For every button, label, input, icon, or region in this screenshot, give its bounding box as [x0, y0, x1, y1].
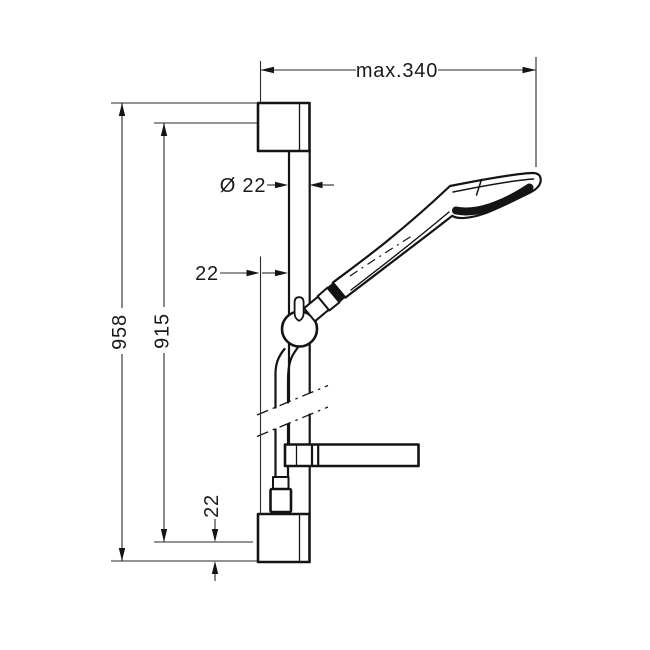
- arrowhead-right: [275, 269, 288, 277]
- shower-hose: [274, 346, 299, 479]
- dimension-rail-wall-offset: 22: [195, 256, 288, 514]
- hose-left-edge-upper: [274, 347, 286, 409]
- break-line-lower: [256, 406, 329, 438]
- soap-dish: [283, 443, 420, 468]
- label-mounting-distance: 915: [152, 313, 174, 349]
- arrowhead-left: [246, 269, 260, 277]
- label-max-width: max.340: [356, 60, 438, 82]
- hose-nut: [269, 487, 293, 514]
- hand-shower: [331, 171, 542, 299]
- label-rail-diameter: Ø 22: [220, 175, 267, 197]
- hose-right-edge-upper: [286, 346, 299, 404]
- bottom-wall-bracket: [256, 512, 311, 564]
- arrowhead-top: [160, 123, 168, 136]
- label-rail-wall-offset: 22: [195, 263, 219, 285]
- label-bottom-offset: 22: [201, 494, 223, 518]
- handle-highlight-line: [350, 211, 450, 291]
- arrowhead-right: [522, 66, 536, 74]
- arrowhead-bottom: [118, 548, 126, 561]
- holder-dark-ring: [327, 282, 346, 303]
- slider-release-pin: [293, 296, 305, 322]
- break-lines: [256, 384, 329, 438]
- hose-end-fitting: [269, 476, 293, 514]
- hand-shower-silhouette: [331, 171, 542, 299]
- handset-holder: [303, 282, 346, 323]
- shower-rail-assembly: [256, 101, 542, 564]
- dimension-rail-diameter: Ø 22: [220, 175, 334, 197]
- arrowhead-right: [309, 181, 323, 189]
- dimension-total-height: 958: [109, 102, 258, 562]
- top-wall-bracket: [256, 101, 311, 153]
- dimension-max-width: max.340: [259, 57, 537, 167]
- arrowhead-bottom: [211, 561, 219, 574]
- arrowhead-bottom: [160, 529, 168, 542]
- arrowhead-top: [211, 529, 219, 542]
- hose-collar: [272, 476, 290, 490]
- soap-dish-body: [283, 443, 420, 468]
- head-rim-line: [452, 178, 535, 193]
- arrowhead-left: [275, 181, 288, 189]
- handle-centerline: [349, 233, 415, 277]
- head-divider-line: [475, 178, 483, 196]
- arrowhead-left: [260, 66, 274, 74]
- dimension-bottom-offset: 22: [201, 494, 223, 581]
- spray-face: [452, 183, 534, 216]
- break-line-upper: [256, 384, 329, 416]
- arrowhead-top: [118, 103, 126, 116]
- label-total-height: 958: [109, 314, 131, 350]
- dimension-mounting-distance: 915: [152, 122, 257, 543]
